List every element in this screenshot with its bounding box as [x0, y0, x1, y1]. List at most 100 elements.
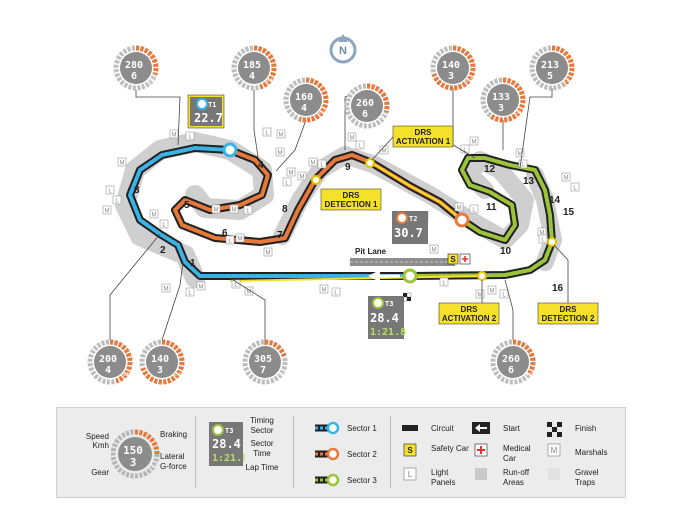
gauge-braking-arc: [366, 83, 390, 113]
gauge-gear: 4: [249, 71, 255, 82]
svg-text:L: L: [162, 223, 166, 229]
drs-point-act2: [477, 271, 487, 281]
svg-text:M: M: [278, 151, 283, 157]
svg-text:M: M: [490, 289, 495, 295]
legend-sector-icons: [315, 421, 340, 487]
svg-text:L: L: [228, 239, 232, 245]
light-panel-marker: L: [439, 277, 449, 287]
legend-sector-time: Sector Time: [250, 439, 274, 458]
gauge-braking-arc: [299, 77, 329, 123]
svg-text:M: M: [382, 149, 387, 155]
marshal-marker: M: [169, 129, 179, 139]
finish-flag-icon: [402, 292, 412, 302]
gauge-speed: 133: [492, 92, 510, 103]
legend-finish-icons: M: [547, 422, 562, 480]
legend-sector-3: Sector 3: [347, 476, 377, 485]
legend-start-icons: [472, 422, 490, 480]
gauge-gforce: -0.5: [265, 78, 274, 84]
svg-text:150: 150: [123, 444, 143, 457]
legend-gear: Gear: [91, 468, 109, 477]
marshal-marker: M: [487, 285, 497, 295]
gauge-braking-arc: [551, 45, 575, 87]
legend-light-panels: Light Panels: [431, 468, 456, 487]
light-panel-marker: L: [185, 131, 195, 141]
gauge-gforce: 0.0: [147, 78, 154, 84]
corner-13: 13: [523, 176, 535, 187]
svg-text:L: L: [188, 135, 192, 141]
gauge-gear: 6: [362, 109, 368, 120]
drs-zones: [229, 162, 483, 282]
corner-12: 12: [484, 164, 496, 175]
svg-text:M: M: [478, 293, 483, 299]
compass-icon: N: [329, 34, 357, 64]
svg-text:L: L: [246, 209, 250, 215]
gauge-gforce: -4.0: [524, 372, 533, 378]
marshal-marker: M: [319, 284, 329, 294]
gauge-gforce: 3.0: [514, 110, 521, 116]
svg-text:3: 3: [130, 456, 137, 469]
marshal-marker: M: [454, 202, 464, 212]
gauge-gforce: 0.0: [276, 372, 283, 378]
drs-label-detection-1: DRS DETECTION 1: [320, 188, 382, 211]
svg-text:L: L: [285, 181, 289, 187]
gauge-speed: 260: [356, 98, 374, 109]
light-panel-marker: L: [331, 287, 341, 297]
gauge-braking-arc: [512, 339, 536, 376]
svg-text:M: M: [350, 136, 355, 142]
legend-kmh: Kmh: [92, 441, 109, 450]
svg-text:DRS: DRS: [415, 128, 433, 137]
svg-text:L: L: [320, 163, 324, 169]
marshal-marker: M: [244, 286, 254, 296]
t3-label: T3: [385, 300, 393, 308]
light-panel-marker: L: [460, 144, 470, 154]
svg-text:T3: T3: [225, 427, 233, 435]
svg-text:L: L: [234, 283, 238, 289]
legend-gravel: Gravel Traps: [575, 468, 599, 487]
legend-gforce: G-force: [160, 462, 187, 471]
marshal-marker: M: [161, 283, 171, 293]
svg-text:L: L: [108, 189, 112, 195]
svg-text:M: M: [279, 133, 284, 139]
gauge-gear: 3: [448, 71, 454, 82]
svg-text:DETECTION 2: DETECTION 2: [542, 314, 595, 323]
marshal-marker: M: [117, 157, 127, 167]
svg-text:M: M: [214, 208, 219, 214]
gauge-gear: 3: [157, 365, 163, 376]
start-arrow: [368, 270, 400, 282]
svg-text:DRS: DRS: [560, 305, 578, 314]
svg-text:M: M: [164, 287, 169, 293]
gauge-gforce: -1.5: [121, 372, 130, 378]
svg-text:-1.0: -1.0: [149, 464, 158, 470]
svg-text:DRS: DRS: [461, 305, 479, 314]
svg-text:L: L: [573, 186, 577, 192]
svg-text:L: L: [408, 470, 413, 479]
legend-start: Start: [503, 424, 520, 433]
legend-braking: Braking: [160, 430, 188, 439]
timing-node-t1: [222, 142, 238, 158]
drs-label-detection-2: DRS DETECTION 2: [537, 244, 599, 325]
corner-8: 8: [282, 204, 288, 215]
light-panel-marker: L: [159, 219, 169, 229]
gauge-speed: 160: [295, 92, 313, 103]
gauge-gear: 4: [301, 103, 307, 114]
light-panel-marker: L: [499, 289, 509, 299]
gauge-braking-arc: [135, 45, 159, 75]
legend-runoff: Run-off Areas: [503, 468, 530, 487]
svg-text:L: L: [188, 291, 192, 297]
corner-16: 16: [552, 283, 564, 294]
gauge-gear: 6: [131, 71, 137, 82]
t3-lap: 1:21.8: [370, 327, 406, 338]
corner-4: 4: [258, 160, 264, 171]
t3-time: 28.4: [370, 311, 399, 325]
gauge-braking-arc: [264, 339, 287, 357]
drs-point-det2: [547, 237, 557, 247]
svg-text:28.4: 28.4: [212, 437, 241, 451]
